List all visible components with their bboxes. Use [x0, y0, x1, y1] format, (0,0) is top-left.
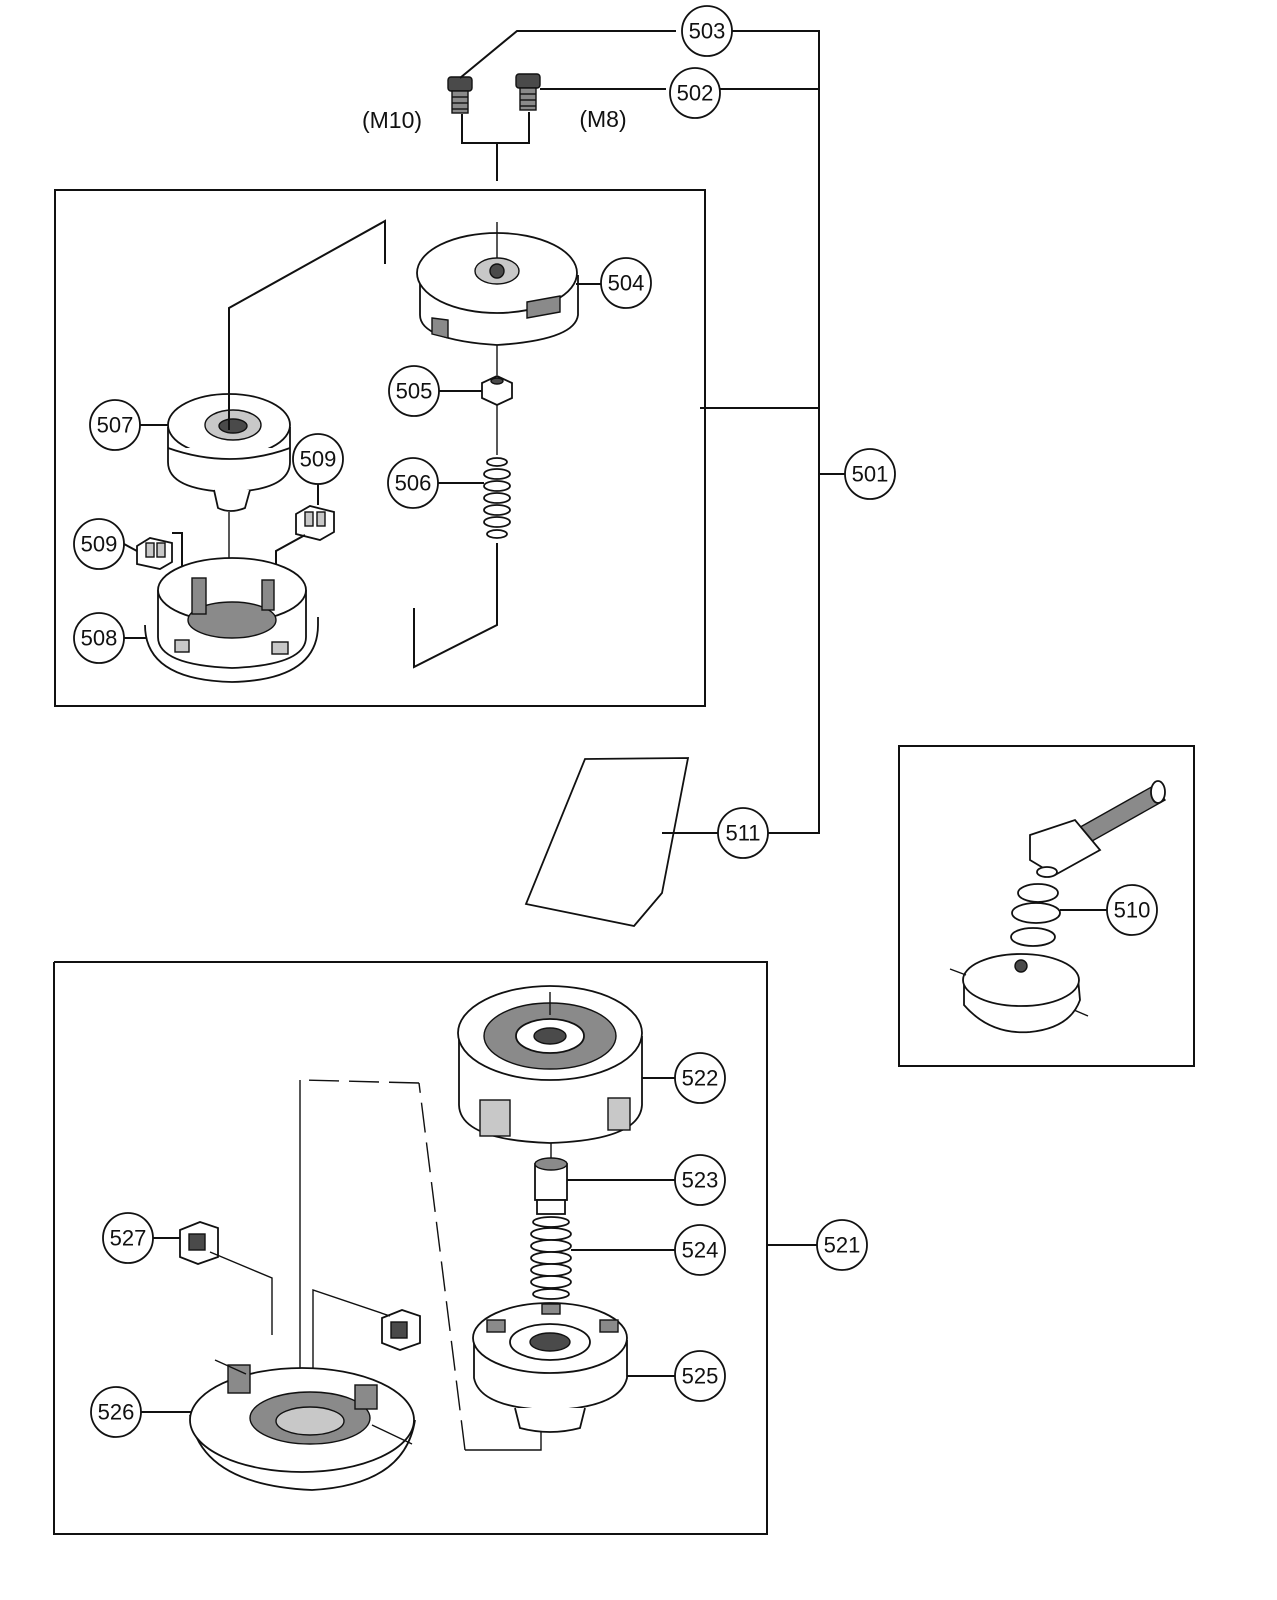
- svg-text:508: 508: [81, 626, 118, 651]
- svg-text:525: 525: [682, 1364, 719, 1389]
- head-housing: [189, 1359, 416, 1491]
- spool-housing: [144, 557, 319, 683]
- svg-text:505: 505: [396, 379, 433, 404]
- svg-text:526: 526: [98, 1400, 135, 1425]
- svg-text:527: 527: [110, 1226, 147, 1251]
- spool-cover: [416, 232, 579, 346]
- svg-text:509: 509: [81, 532, 118, 557]
- callout-508: 508: [73, 612, 125, 664]
- line-eyelet-left: [136, 537, 173, 570]
- head-eyelet-left: [179, 1221, 219, 1265]
- callout-509-left: 509: [73, 518, 125, 570]
- leader-bus-501: [696, 30, 845, 834]
- adapter-nut: [534, 1157, 568, 1215]
- callout-505: 505: [388, 365, 440, 417]
- callout-510: 510: [1106, 884, 1158, 936]
- instruction-manual: [524, 757, 690, 927]
- trimmer-head-kit-box: [54, 189, 706, 707]
- callout-504: 504: [600, 257, 652, 309]
- callout-526: 526: [90, 1386, 142, 1438]
- svg-text:503: 503: [689, 19, 726, 44]
- svg-text:523: 523: [682, 1168, 719, 1193]
- svg-text:510: 510: [1114, 898, 1151, 923]
- callout-501: 501: [844, 448, 896, 500]
- callout-524: 524: [674, 1224, 726, 1276]
- svg-text:521: 521: [824, 1233, 861, 1258]
- svg-text:522: 522: [682, 1066, 719, 1091]
- callout-523: 523: [674, 1154, 726, 1206]
- callout-509-right: 509: [292, 433, 344, 485]
- replacement-head-box: [53, 961, 768, 1535]
- label-m10: (M10): [362, 107, 422, 133]
- washer-set-illustration: [949, 780, 1167, 1034]
- callout-525: 525: [674, 1350, 726, 1402]
- spool: [167, 393, 291, 512]
- svg-text:511: 511: [725, 821, 760, 846]
- nut: [481, 375, 513, 406]
- callout-507: 507: [89, 399, 141, 451]
- spring: [483, 457, 511, 539]
- callout-503: 503: [681, 5, 733, 57]
- head-spool: [472, 1302, 628, 1433]
- callout-521: 521: [816, 1219, 868, 1271]
- callout-511: 511: [717, 807, 769, 859]
- callout-502: 502: [669, 67, 721, 119]
- bump-cover: [457, 985, 643, 1144]
- svg-text:501: 501: [852, 462, 889, 487]
- bolt-m10: [447, 76, 473, 114]
- line-eyelet-right: [295, 505, 335, 541]
- callout-506: 506: [387, 457, 439, 509]
- head-spring: [530, 1216, 572, 1300]
- svg-text:524: 524: [682, 1238, 719, 1263]
- svg-text:504: 504: [608, 271, 645, 296]
- svg-text:502: 502: [677, 81, 714, 106]
- bolt-m8: [515, 73, 541, 111]
- inset-box: [898, 745, 1195, 1067]
- callout-527: 527: [102, 1212, 154, 1264]
- svg-text:506: 506: [395, 471, 432, 496]
- svg-text:509: 509: [300, 447, 337, 472]
- callout-522: 522: [674, 1052, 726, 1104]
- svg-text:507: 507: [97, 413, 134, 438]
- label-m8: (M8): [579, 106, 626, 132]
- head-eyelet-right: [381, 1309, 421, 1351]
